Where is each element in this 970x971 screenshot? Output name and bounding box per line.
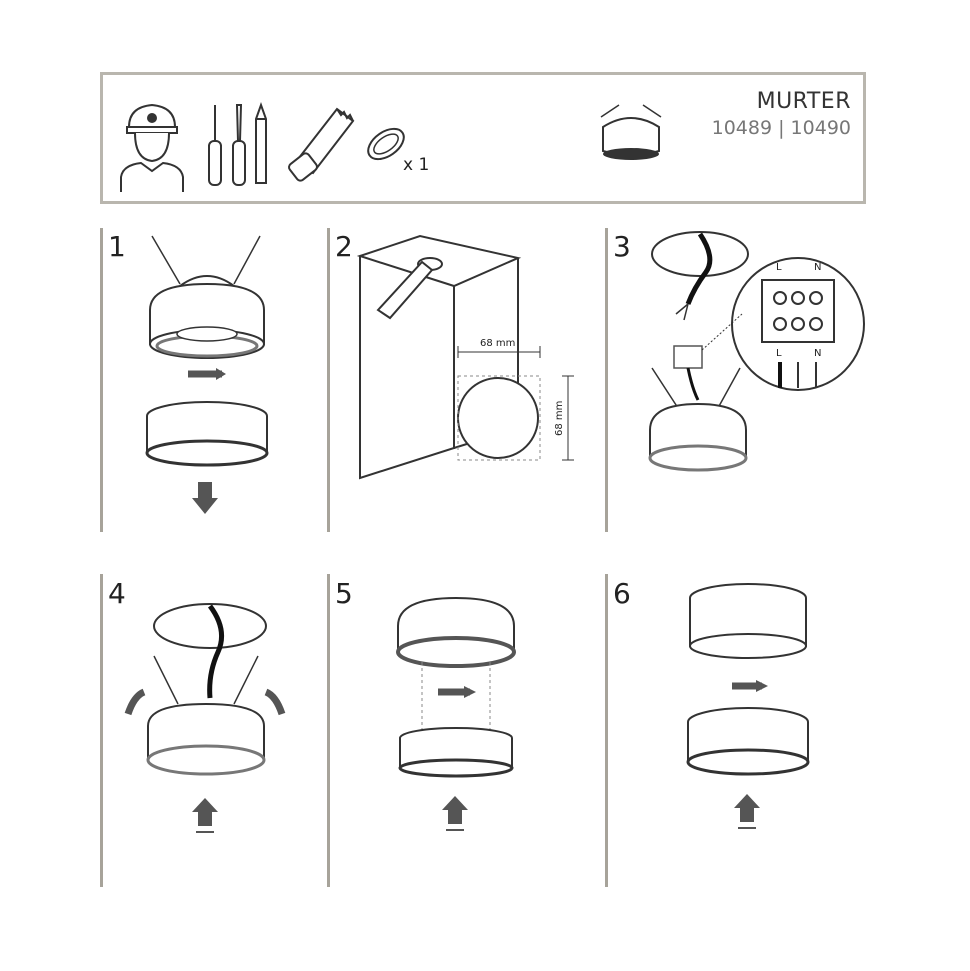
step-1-number: 1 [108,230,126,263]
screwdriver-icon [208,105,222,186]
step-2-width-label: 68 mm [480,338,515,349]
pencil-icon [255,102,267,184]
step-6-number: 6 [613,577,631,610]
step-2-illustration: 68 mm 68 mm [356,234,574,480]
installer-icon [120,103,184,192]
product-title: MURTER [756,89,851,114]
step-3-terminal-n-bottom: N [814,348,821,359]
step-5-divider [327,574,330,887]
step-1-divider [100,228,103,532]
step-4-illustration [124,603,286,833]
screwdriver-flat-icon [232,104,246,186]
hole-saw-icon [288,107,355,182]
product-lamp-icon [600,104,662,160]
step-3-terminal-l-top: L [776,262,782,273]
step-1-illustration [145,235,269,514]
step-3-terminal-n-top: N [814,262,821,273]
step-3-divider [605,228,608,532]
step-2-divider [327,228,330,532]
step-2-height-label: 68 mm [554,401,565,436]
step-6-illustration [686,583,810,829]
quantity-label: x 1 [403,155,430,175]
step-5-number: 5 [335,577,353,610]
step-3-terminal-l-bottom: L [776,348,782,359]
step-3-number: 3 [613,230,631,263]
product-codes: 10489 | 10490 [711,117,851,139]
step-4-number: 4 [108,577,126,610]
step-5-illustration [396,596,516,831]
step-6-divider [605,574,608,887]
header-panel: x 1 MURTER 10489 | 10490 [100,72,866,204]
step-4-divider [100,574,103,887]
lamp-ring-icon [367,127,405,161]
step-3-illustration: L N L N [648,231,865,472]
step-2-number: 2 [335,230,353,263]
